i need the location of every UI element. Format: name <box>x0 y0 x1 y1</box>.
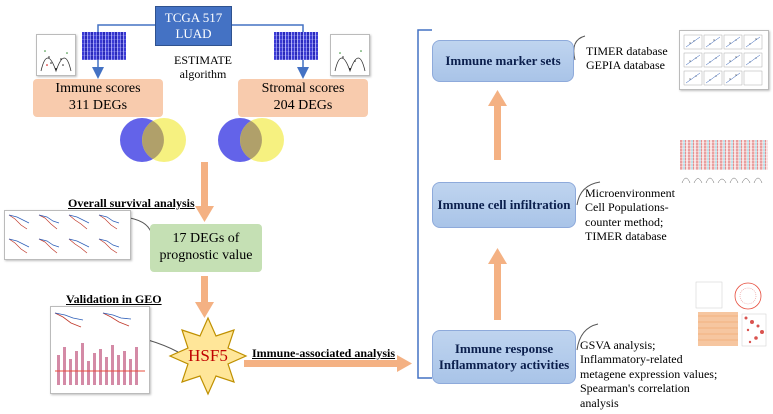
venn-diagram-icon <box>120 118 186 162</box>
venn-diagram-icon <box>218 118 284 162</box>
thumb-leader-geo <box>147 339 179 353</box>
star-icon <box>168 316 248 396</box>
arrow-up-icon <box>488 248 507 320</box>
source-line2: LUAD <box>175 26 212 41</box>
prognostic-line1: 17 DEGs of <box>172 231 240 247</box>
infiltration-desc-line: counter method; <box>585 214 664 229</box>
method-line1: ESTIMATE <box>174 53 232 67</box>
prognostic-line2: prognostic value <box>159 248 253 263</box>
infiltration-description: Microenvironment Cell Populations- count… <box>585 186 675 244</box>
thumb-leader-response <box>576 323 599 351</box>
stromal-score-box: Stromal scores 204 DEGs <box>238 79 368 117</box>
hub-gene-label: HSF5 <box>188 346 228 365</box>
infiltration-desc-line: TIMER database <box>585 229 667 244</box>
volcano-plot-icon <box>36 34 76 76</box>
marker-desc-line: TIMER database <box>586 44 668 58</box>
infiltration-desc-line: Cell Populations- <box>585 200 669 215</box>
volcano-plot-icon <box>330 34 370 76</box>
response-desc-line: analysis <box>580 395 619 410</box>
source-line1: TCGA 517 <box>164 10 223 26</box>
immune-marker-title: Immune marker sets <box>445 53 561 69</box>
arrow-down-icon <box>195 276 214 318</box>
marker-description: TIMER database GEPIA database <box>586 44 668 73</box>
method-label: ESTIMATE algorithm <box>168 53 238 82</box>
heatmap-icon <box>680 140 768 186</box>
heatmap-icon <box>82 32 126 60</box>
heatmap-icon <box>274 32 318 60</box>
thumb-leader-survival <box>129 217 153 237</box>
validation-label: Validation in GEO <box>66 292 162 306</box>
immune-response-line1: Immune response <box>454 341 554 357</box>
bracket <box>417 29 432 379</box>
immune-score-box: Immune scores 311 DEGs <box>33 79 163 117</box>
immune-infiltration-box: Immune cell infiltration <box>432 182 576 228</box>
arrow-up-icon <box>488 90 507 160</box>
survival-curve-icon <box>4 210 131 260</box>
arrow-right-icon <box>244 355 412 372</box>
scatter-plot-icon <box>679 30 769 90</box>
thumb-leader-markers <box>573 35 586 61</box>
analysis-label: Immune-associated analysis <box>252 346 396 360</box>
response-description: GSVA analysis; Inflammatory-related meta… <box>580 338 717 410</box>
survival-curve-icon <box>50 306 150 394</box>
source-box: TCGA 517 LUAD <box>155 6 232 46</box>
marker-desc-line: GEPIA database <box>586 58 665 73</box>
immune-marker-box: Immune marker sets <box>432 40 574 82</box>
survival-label: Overall survival analysis <box>68 196 195 210</box>
infiltration-desc-line: Microenvironment <box>585 186 675 200</box>
immune-response-box: Immune response Inflammatory activities <box>432 330 576 384</box>
stromal-line2: 204 DEGs <box>273 98 333 113</box>
immune-infiltration-title: Immune cell infiltration <box>437 197 571 213</box>
heatmap-icon <box>694 280 768 350</box>
response-desc-line: metagene expression values; <box>580 366 718 381</box>
method-line2: algorithm <box>179 66 227 81</box>
stromal-line1: Stromal scores <box>261 81 345 97</box>
immune-line2: 311 DEGs <box>68 98 128 113</box>
prognostic-box: 17 DEGs of prognostic value <box>150 224 262 272</box>
response-desc-line: Spearman's correlation <box>580 381 690 396</box>
immune-response-line2: Inflammatory activities <box>438 357 570 372</box>
response-desc-line: GSVA analysis; <box>580 338 656 352</box>
immune-line1: Immune scores <box>55 81 141 97</box>
response-desc-line: Inflammatory-related <box>580 352 683 367</box>
thumb-leader-infiltration <box>576 181 601 206</box>
arrow-down-icon <box>195 162 214 222</box>
